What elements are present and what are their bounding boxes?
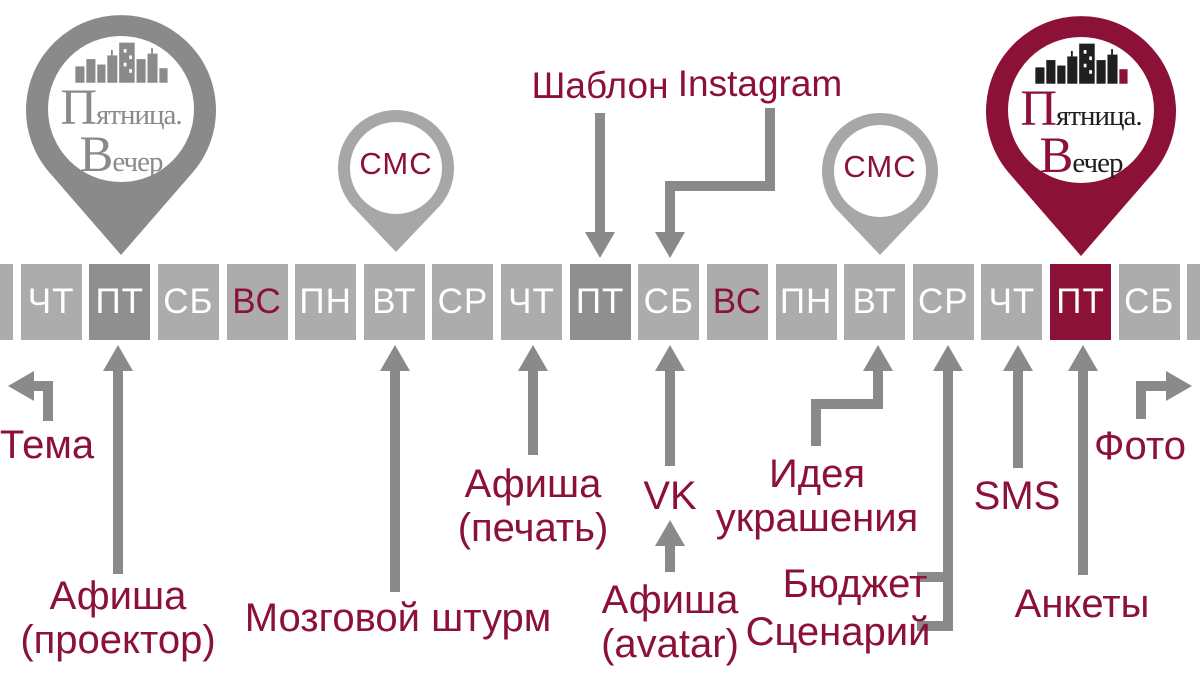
label-idea: Идея украшения <box>715 452 919 540</box>
logo-line-2: Вечер <box>1039 126 1124 183</box>
pin-shape-maroon <box>986 16 1176 256</box>
skyline-icon <box>1035 43 1128 84</box>
label-sms: SMS <box>973 474 1061 518</box>
label-vk: VK <box>643 474 697 518</box>
logo-line-2: Вечер <box>79 125 164 182</box>
day-box-18 <box>1187 264 1200 340</box>
pin-shape-sms <box>822 112 938 256</box>
logo-line-1: Пятница. <box>1020 79 1142 136</box>
label-instagram: Instagram <box>677 63 843 104</box>
sms-pin-label: СМС <box>359 146 433 181</box>
sms-pin-label: СМС <box>843 149 917 184</box>
day-box-4: ВС <box>226 264 288 340</box>
pin-shape-sms <box>338 109 454 253</box>
label-afisha-proektor: Афиша (проектор) <box>20 574 216 662</box>
day-box-7: СР <box>432 264 494 340</box>
day-box-2: ПТ <box>89 264 151 340</box>
day-box-3: СБ <box>157 264 219 340</box>
day-box-15: ЧТ <box>981 264 1043 340</box>
logo-line-1: Пятница. <box>60 78 182 135</box>
day-box-11: ВС <box>706 264 768 340</box>
logo-friday-evening: Пятница. Вечер <box>41 41 201 182</box>
label-foto: Фото <box>1094 424 1186 468</box>
label-tema: Тема <box>0 423 95 467</box>
arrow-tema-left <box>8 371 53 421</box>
arrow-instagram-elbow <box>655 108 775 258</box>
day-box-13: ВТ <box>844 264 906 340</box>
pin-event-end: Пятница. Вечер <box>966 6 1196 258</box>
day-box-10: СБ <box>638 264 700 340</box>
pin-event-start: Пятница. Вечер <box>6 5 236 257</box>
day-box-9: ПТ <box>569 264 631 340</box>
day-box-16: ПТ <box>1050 264 1112 340</box>
skyline-icon <box>75 42 168 83</box>
pin-sms-1: СМС <box>336 108 456 254</box>
day-box-17: СБ <box>1118 264 1180 340</box>
label-afisha-pechat: Афиша (печать) <box>457 462 609 550</box>
arrow-idea-elbow <box>811 345 893 446</box>
day-box-14: СР <box>912 264 974 340</box>
day-box-8: ЧТ <box>501 264 563 340</box>
logo-friday-evening: Пятница. Вечер <box>1001 42 1161 183</box>
day-box-12: ПН <box>775 264 837 340</box>
label-shablon: Шаблон <box>531 65 669 106</box>
day-box-5: ПН <box>295 264 357 340</box>
day-box-0 <box>0 264 13 340</box>
label-ankety: Анкеты <box>1014 582 1150 626</box>
day-box-6: ВТ <box>363 264 425 340</box>
label-scenario: Сценарий <box>745 610 931 654</box>
arrow-foto-right <box>1136 371 1192 419</box>
pin-sms-2: СМС <box>820 111 940 257</box>
day-box-1: ЧТ <box>20 264 82 340</box>
label-afisha-avatar: Афиша (avatar) <box>601 578 739 666</box>
label-budget: Бюджет <box>782 562 928 606</box>
label-brainstorm: Мозговой штурм <box>244 596 552 640</box>
